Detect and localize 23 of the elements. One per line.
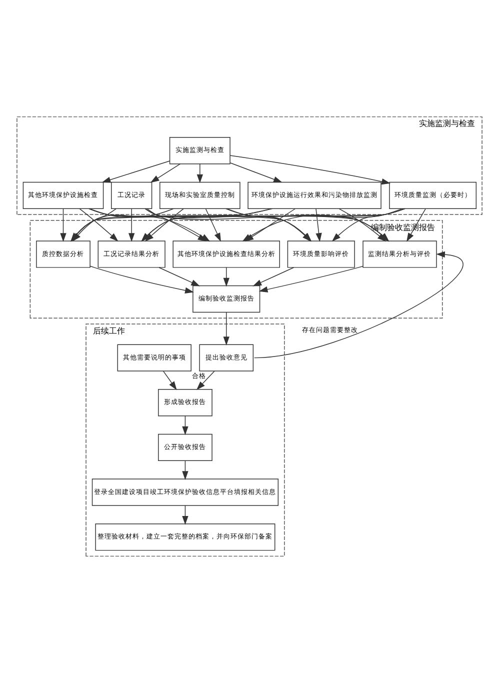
arrow xyxy=(60,208,66,242)
arrow xyxy=(196,370,215,390)
arrow xyxy=(223,267,230,287)
arrow xyxy=(158,267,200,286)
arrow xyxy=(252,267,294,286)
arrow xyxy=(182,416,188,436)
arrow xyxy=(162,370,177,390)
arrow xyxy=(102,160,170,183)
arrow xyxy=(205,208,221,242)
arrow xyxy=(258,266,364,292)
arrow xyxy=(230,155,390,185)
arrow xyxy=(182,505,188,525)
arrow xyxy=(90,266,194,294)
arrow xyxy=(406,208,426,242)
arrow xyxy=(223,312,230,346)
arrow xyxy=(128,208,135,242)
arrow xyxy=(182,460,188,480)
arrow xyxy=(79,208,118,242)
arrow xyxy=(150,164,180,183)
arrow xyxy=(196,164,203,184)
arrow xyxy=(254,251,464,358)
arrow xyxy=(230,162,282,183)
arrow xyxy=(316,208,322,242)
